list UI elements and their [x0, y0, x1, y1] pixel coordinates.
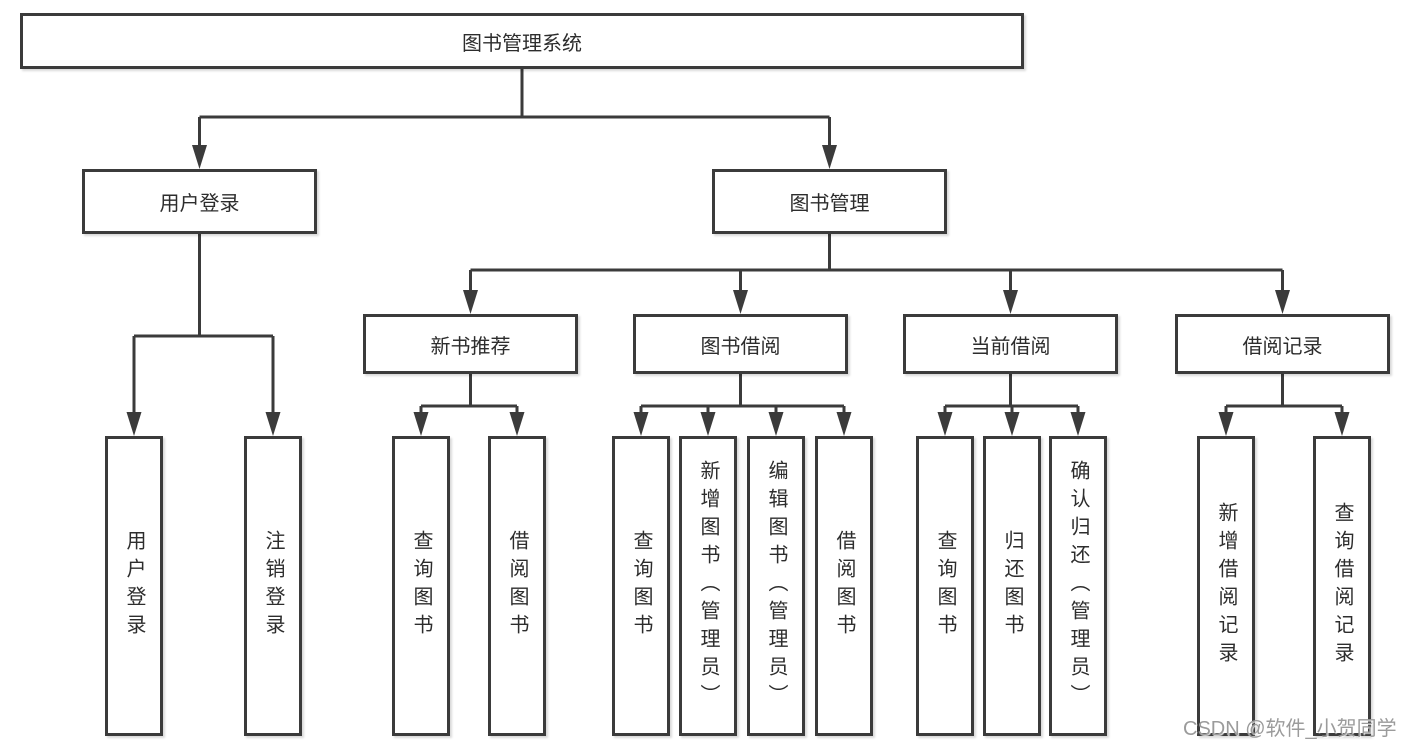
- arrowhead: [509, 412, 525, 436]
- node-current-borrowing: 当前借阅: [903, 314, 1118, 374]
- arrowhead: [1218, 412, 1234, 436]
- leaf-label: 确认归还（管理员）: [1067, 460, 1089, 712]
- arrowhead: [836, 412, 852, 436]
- arrowhead: [700, 412, 716, 436]
- arrowhead: [768, 412, 784, 436]
- leaf-label: 查询图书: [934, 530, 956, 642]
- leaf-logout: 注销登录: [244, 436, 302, 736]
- node-book-borrowing: 图书借阅: [633, 314, 848, 374]
- leaf-edit-books-admin: 编辑图书（管理员）: [747, 436, 805, 736]
- node-borrowing-records: 借阅记录: [1175, 314, 1390, 374]
- leaf-label: 归还图书: [1001, 530, 1023, 642]
- leaf-label: 查询借阅记录: [1331, 502, 1353, 670]
- arrowhead: [1070, 412, 1086, 436]
- leaf-add-books-admin: 新增图书（管理员）: [679, 436, 737, 736]
- arrowhead: [937, 412, 953, 436]
- leaf-query-books-current: 查询图书: [916, 436, 974, 736]
- arrowhead: [463, 290, 478, 314]
- node-label: 图书管理系统: [462, 32, 582, 55]
- csdn-watermark: CSDN @软件_小贺同学: [1183, 718, 1397, 740]
- leaf-label: 编辑图书（管理员）: [765, 460, 787, 712]
- node-user-login: 用户登录: [82, 169, 317, 234]
- leaf-borrow-books-borrowing: 借阅图书: [815, 436, 873, 736]
- leaf-add-borrow-record: 新增借阅记录: [1197, 436, 1255, 736]
- leaf-return-books: 归还图书: [983, 436, 1041, 736]
- node-library-management-system: 图书管理系统: [20, 13, 1024, 69]
- leaf-borrow-books-recommend: 借阅图书: [488, 436, 546, 736]
- node-label: 借阅记录: [1242, 335, 1323, 358]
- node-label: 用户登录: [159, 193, 240, 215]
- connector-path: [132, 69, 1344, 416]
- leaf-confirm-return-admin: 确认归还（管理员）: [1049, 436, 1107, 736]
- leaf-label: 注销登录: [262, 530, 284, 642]
- leaf-query-books-borrowing: 查询图书: [612, 436, 670, 736]
- leaf-label: 借阅图书: [506, 530, 528, 642]
- node-new-book-recommendation: 新书推荐: [363, 314, 578, 374]
- node-label: 图书管理: [789, 193, 870, 215]
- arrowhead: [413, 412, 429, 436]
- arrowhead: [126, 412, 142, 436]
- arrowhead: [1275, 290, 1290, 314]
- arrowhead: [265, 412, 281, 436]
- arrowheads: [126, 145, 1350, 436]
- leaf-label: 新增图书（管理员）: [697, 460, 719, 712]
- arrowhead: [733, 290, 748, 314]
- arrowhead: [1004, 412, 1020, 436]
- leaf-query-books-recommend: 查询图书: [392, 436, 450, 736]
- node-label: 当前借阅: [970, 335, 1051, 358]
- node-label: 图书借阅: [700, 335, 781, 358]
- leaf-label: 用户登录: [123, 530, 145, 642]
- arrowhead: [192, 145, 207, 169]
- arrowhead: [633, 412, 649, 436]
- arrowhead: [1003, 290, 1018, 314]
- leaf-query-borrow-record: 查询借阅记录: [1313, 436, 1371, 736]
- node-label: 新书推荐: [430, 335, 511, 358]
- arrowhead: [1334, 412, 1350, 436]
- leaf-user-login: 用户登录: [105, 436, 163, 736]
- leaf-label: 查询图书: [410, 530, 432, 642]
- arrowhead: [822, 145, 837, 169]
- leaf-label: 新增借阅记录: [1215, 502, 1237, 670]
- node-book-management: 图书管理: [712, 169, 947, 234]
- leaf-label: 借阅图书: [833, 530, 855, 642]
- leaf-label: 查询图书: [630, 530, 652, 642]
